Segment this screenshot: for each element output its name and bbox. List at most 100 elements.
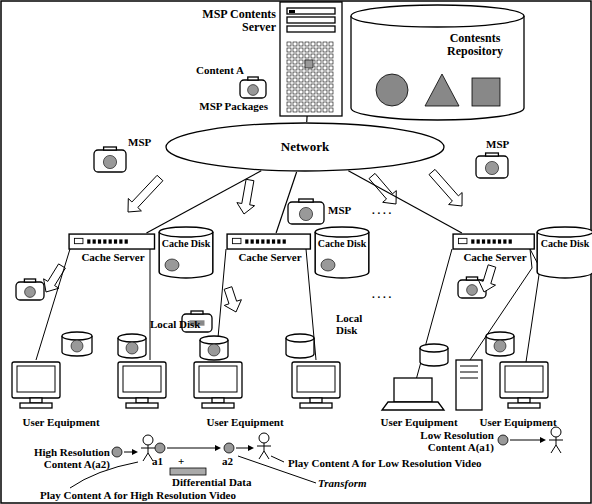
- monitor-base: [126, 403, 158, 408]
- vent-grid: [299, 42, 303, 46]
- vent-grid: [317, 60, 321, 64]
- package-body: [16, 282, 44, 300]
- package-body: [288, 202, 324, 224]
- msp-package: [476, 153, 508, 178]
- disk-content: [208, 344, 220, 356]
- node-outline: [280, 2, 342, 116]
- monitor-neck: [136, 398, 148, 403]
- vent-grid: [287, 42, 291, 46]
- vent-grid: [317, 72, 321, 76]
- rack-port: [245, 239, 248, 243]
- drive-bay: [287, 8, 335, 14]
- vent-grid: [299, 84, 303, 88]
- link-line: [416, 249, 452, 380]
- vent-grid: [293, 102, 297, 106]
- rack-port: [471, 239, 474, 243]
- monitor-base: [508, 403, 540, 408]
- plain-label: Local Disk: [336, 312, 372, 337]
- hollow-arrow: [224, 287, 241, 312]
- cylinder-body: [351, 16, 524, 120]
- package-handle: [248, 77, 258, 80]
- plain-label: User Equipment: [470, 416, 566, 428]
- monitor-base: [300, 403, 332, 408]
- vent-grid: [311, 48, 315, 52]
- arrow-head: [540, 437, 546, 443]
- vent-grid: [323, 66, 327, 70]
- hollow-arrow: [429, 169, 462, 206]
- rack-panel: [458, 238, 467, 243]
- rack-port: [477, 239, 480, 243]
- vent-grid: [323, 108, 327, 112]
- vent-grid: [329, 84, 333, 88]
- monitor-base: [20, 403, 52, 408]
- vent-grid: [293, 66, 297, 70]
- vent-grid: [293, 108, 297, 112]
- vent-grid: [311, 102, 315, 106]
- vent-grid: [323, 54, 327, 58]
- monitor: [12, 362, 60, 408]
- vent-grid: [317, 54, 321, 58]
- package-content: [485, 161, 498, 174]
- plain-label: Low Resolution Content A(a1): [394, 429, 494, 454]
- vent-grid: [311, 96, 315, 100]
- disk-top: [286, 334, 314, 342]
- pc-tower: [456, 360, 482, 410]
- head: [259, 433, 269, 443]
- monitor-neck: [518, 398, 530, 403]
- network-link: [306, 116, 308, 122]
- plain-label: High Resolution Content A(a2): [14, 446, 110, 471]
- vent-grid: [299, 96, 303, 100]
- monitor-neck: [212, 398, 224, 403]
- vent-grid: [293, 96, 297, 100]
- vent-grid: [305, 102, 309, 106]
- plain-label: a1: [152, 455, 172, 467]
- node-label: Cache Disk: [314, 238, 370, 249]
- vent-grid: [323, 78, 327, 82]
- msp-package: [240, 77, 266, 98]
- play-arrow: [510, 440, 541, 441]
- plain-label: User Equipment: [188, 416, 302, 428]
- vent-grid: [287, 78, 291, 82]
- vent-grid: [293, 54, 297, 58]
- link-line: [470, 249, 532, 360]
- play-arrow: [124, 452, 133, 453]
- body: [549, 437, 563, 453]
- vent-grid: [317, 102, 321, 106]
- package-handle: [466, 277, 477, 280]
- ellipsis: . . . .: [372, 204, 422, 216]
- head: [551, 427, 561, 437]
- monitor: [292, 362, 340, 408]
- network-link: [348, 171, 462, 233]
- vent-grid: [299, 60, 303, 64]
- server-tower: [280, 2, 342, 116]
- vent-grid: [317, 108, 321, 112]
- plain-label: Play Content A for High Resolution Video: [40, 489, 310, 501]
- vent-grid: [299, 54, 303, 58]
- plain-label: MSP: [328, 204, 368, 216]
- local-disk: [200, 336, 228, 360]
- content-square: [472, 78, 500, 106]
- package-handle: [191, 311, 203, 314]
- package-handle: [299, 199, 313, 202]
- vent-grid: [299, 72, 303, 76]
- vent-grid: [299, 48, 303, 52]
- rack-port: [119, 239, 122, 243]
- content-triangle: [425, 74, 459, 106]
- play-arrow: [236, 448, 249, 449]
- vent-grid: [323, 42, 327, 46]
- rack-port: [98, 239, 101, 243]
- node-label: Contesnts Repository: [430, 32, 520, 59]
- vent-grid: [329, 96, 333, 100]
- vent-grid: [329, 90, 333, 94]
- vent-grid: [305, 42, 309, 46]
- repository-cylinder: Contesnts Repository: [350, 4, 525, 120]
- vent-grid: [311, 84, 315, 88]
- vent-grid: [323, 72, 327, 76]
- disk-content: [126, 342, 138, 354]
- vent-grid: [287, 66, 291, 70]
- vent-grid: [299, 66, 303, 70]
- monitor-screen: [199, 366, 237, 392]
- monitor-base: [202, 403, 234, 408]
- disk-top: [62, 332, 92, 340]
- rack-panel: [232, 238, 241, 243]
